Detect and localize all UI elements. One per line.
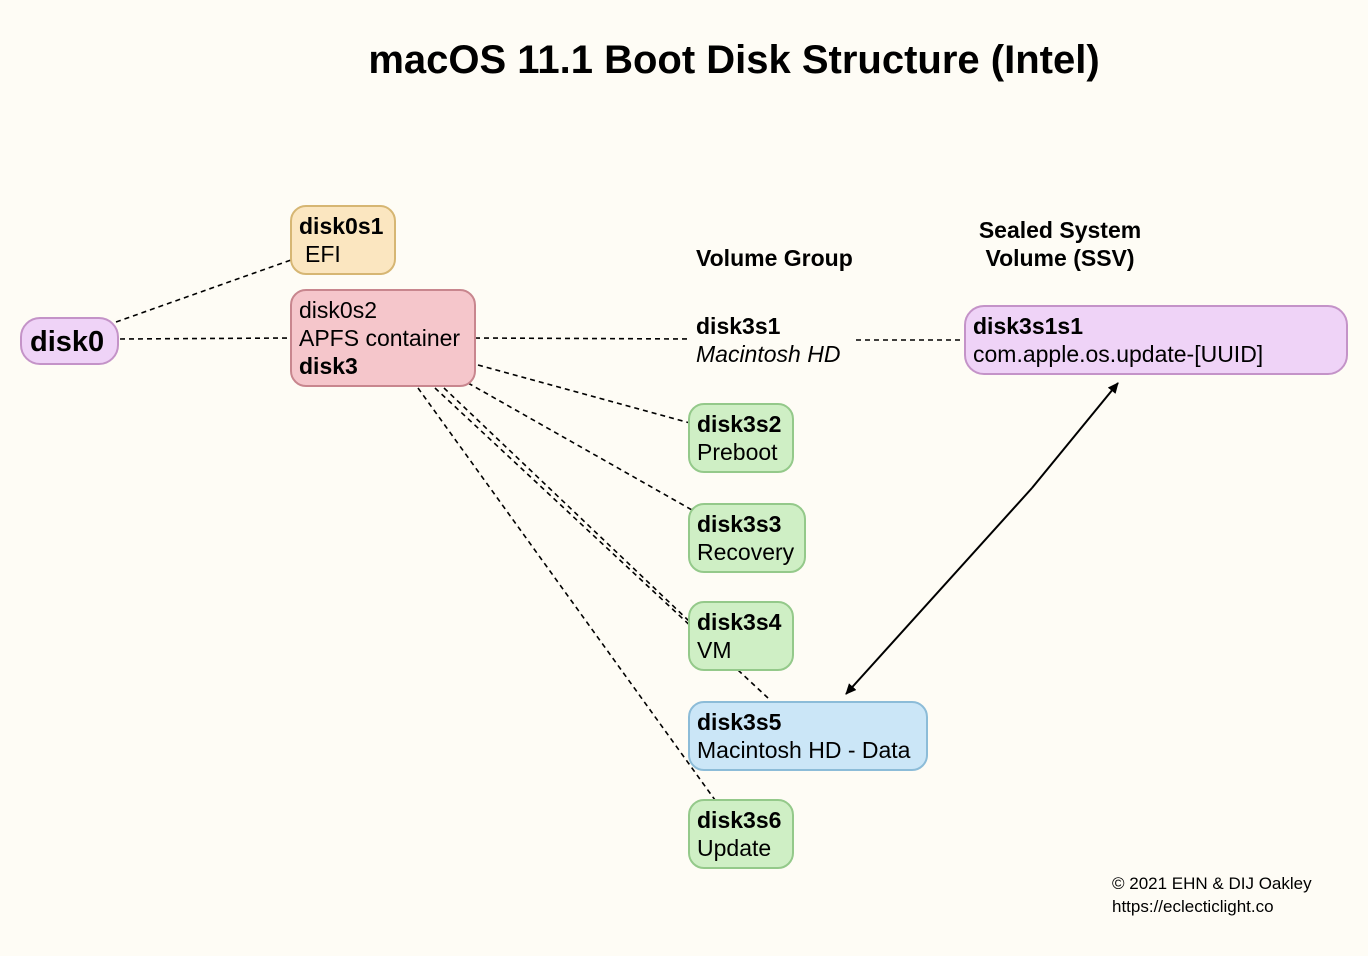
copyright-url: https://eclecticlight.co: [1112, 897, 1274, 916]
disk0s2-id: disk0s2: [299, 297, 377, 323]
disk0s1-id: disk0s1: [299, 213, 384, 239]
link-disk0s2-disk3s3: [467, 382, 693, 511]
link-disk0s2-disk3s2: [477, 364, 691, 424]
ssv-heading-line1: Sealed System: [978, 217, 1142, 243]
disk3s3-label: Recovery: [697, 539, 795, 565]
disk3s4-label: VM: [697, 637, 732, 663]
disk3s1-id: disk3s1: [696, 313, 781, 339]
ssv-heading-line2: Volume (SSV): [985, 245, 1135, 271]
link-disk0s2-disk3s4: [443, 387, 691, 623]
disk3s6-id: disk3s6: [697, 807, 782, 833]
copyright-line: © 2021 EHN & DIJ Oakley: [1112, 874, 1312, 893]
node-disk3s4: disk3s4 VM: [688, 601, 794, 671]
disk3s3-id: disk3s3: [697, 511, 782, 537]
node-disk3s3: disk3s3 Recovery: [688, 503, 806, 573]
disk3s1s1-label: com.apple.os.update-[UUID]: [973, 341, 1264, 367]
ssv-data-arrow-lower: [845, 487, 1033, 695]
disk3s1-label: Macintosh HD: [696, 341, 841, 367]
link-disk0s2-disk3s1: [474, 337, 691, 340]
node-disk3s2: disk3s2 Preboot: [688, 403, 794, 473]
volume-group-heading: Volume Group: [696, 245, 853, 271]
disk0-id: disk0: [30, 326, 105, 358]
disk0s2-container: disk3: [299, 353, 358, 379]
node-disk3s6: disk3s6 Update: [688, 799, 794, 869]
link-disk0s2-disk3s6: [417, 387, 716, 801]
disk0s2-label: APFS container: [299, 325, 461, 351]
diagram-title: macOS 11.1 Boot Disk Structure (Intel): [368, 38, 1100, 82]
disk3s4-id: disk3s4: [697, 609, 782, 635]
disk0s1-label: EFI: [305, 241, 341, 267]
disk3s1s1-id: disk3s1s1: [973, 313, 1083, 339]
disk3s5-id: disk3s5: [697, 709, 782, 735]
link-disk0-disk0s1: [115, 259, 292, 323]
node-disk0s1: disk0s1 EFI: [290, 205, 396, 275]
node-disk3s5: disk3s5 Macintosh HD - Data: [688, 701, 928, 771]
copyright-notice: © 2021 EHN & DIJ Oakley https://eclectic…: [1112, 872, 1312, 918]
node-disk0s2: disk0s2 APFS container disk3: [290, 289, 476, 387]
disk3s2-label: Preboot: [697, 439, 778, 465]
disk3s5-label: Macintosh HD - Data: [697, 737, 911, 763]
disk3s2-id: disk3s2: [697, 411, 782, 437]
link-disk0-disk0s2: [119, 337, 291, 340]
node-disk3s1s1: disk3s1s1 com.apple.os.update-[UUID]: [964, 305, 1348, 375]
node-disk0: disk0: [20, 317, 119, 365]
ssv-data-arrow: [1031, 382, 1119, 489]
ssv-heading: Sealed System Volume (SSV): [960, 216, 1160, 272]
node-disk3s1: disk3s1 Macintosh HD: [696, 312, 847, 368]
disk3s6-label: Update: [697, 835, 772, 861]
